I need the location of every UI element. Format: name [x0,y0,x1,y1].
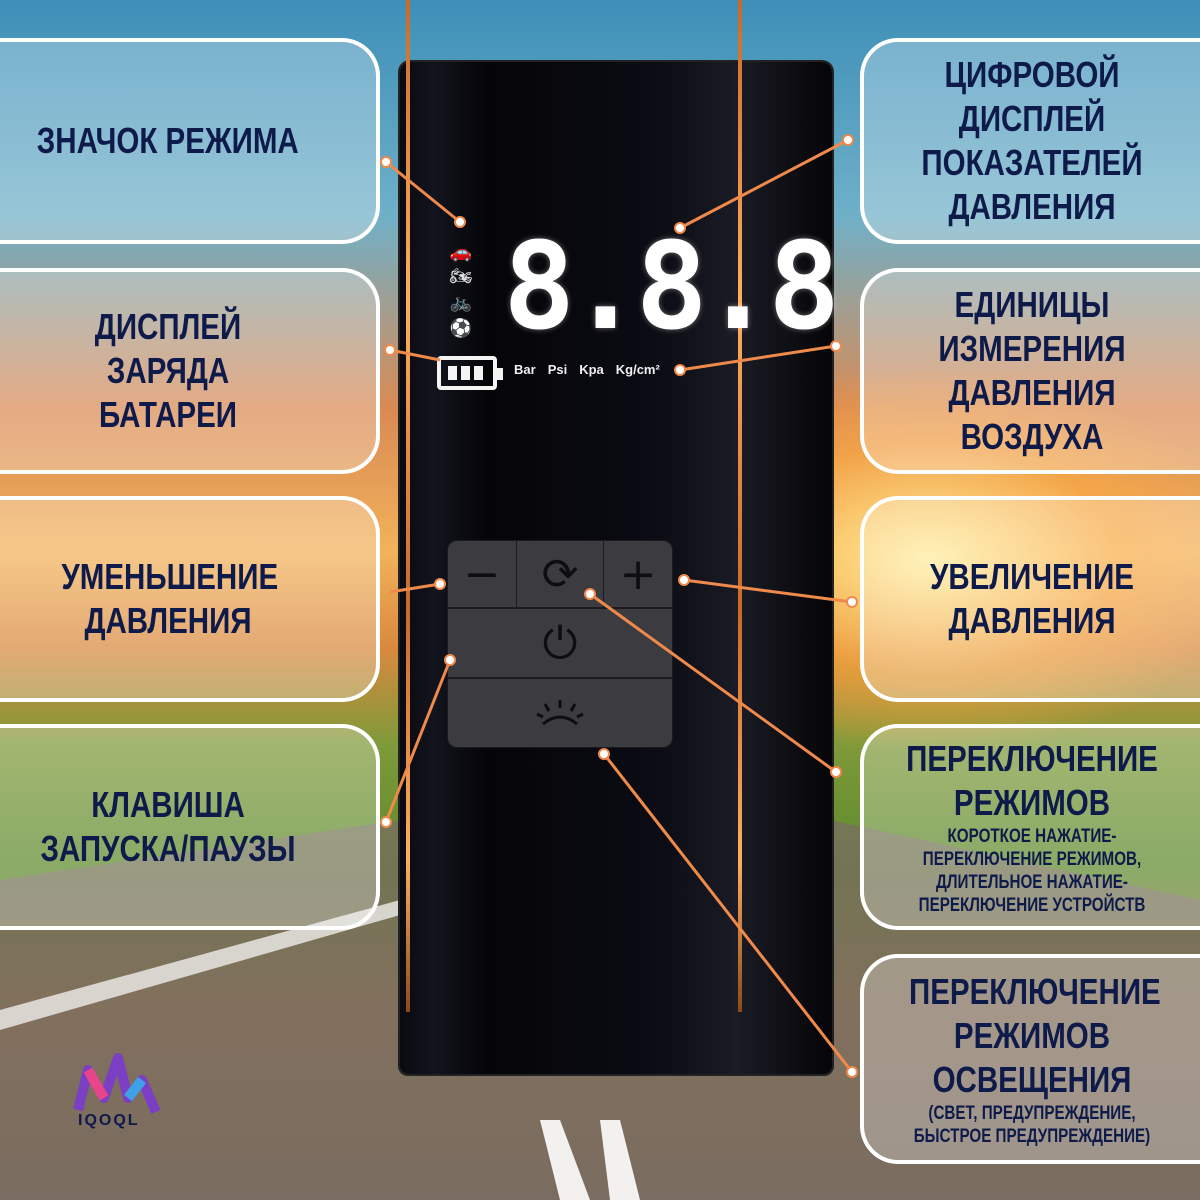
pressure-digits: 8.8.8 [503,218,840,357]
ball-icon: ⚽ [449,318,473,339]
connector-dot [846,1066,858,1078]
power-button[interactable]: ⏻ [447,608,673,678]
connector-dot [380,156,392,168]
motorcycle-icon: 🏍 [449,266,473,287]
device-edge-highlight [406,0,410,1012]
callout-title: ДИСПЛЕЙ ЗАРЯДА БАТАРЕИ [94,306,242,435]
connector-dot [830,766,842,778]
light-button[interactable] [447,678,673,748]
connector-dot [380,816,392,828]
power-icon: ⏻ [542,617,578,669]
callout-note: (СВЕТ, ПРЕДУПРЕЖДЕНИЕ, БЫСТРОЕ ПРЕДУПРЕЖ… [913,1103,1151,1147]
connector-dot [830,340,842,352]
connector-dot [846,596,858,608]
connector-dot [434,578,446,590]
connector-dot [678,574,690,586]
battery-icon [437,356,503,390]
increase-button[interactable]: + [603,540,673,608]
callout-title: ПЕРЕКЛЮЧЕНИЕ РЕЖИМОВ ОСВЕЩЕНИЯ [909,971,1161,1100]
callout-title: ЕДИНИЦЫ ИЗМЕРЕНИЯ ДАВЛЕНИЯ ВОЗДУХА [938,284,1126,457]
unit-psi: Psi [547,362,568,377]
callout-increase: УВЕЛИЧЕНИЕ ДАВЛЕНИЯ [860,496,1200,702]
callout-title: ЦИФРОВОЙ ДИСПЛЕЙ ПОКАЗАТЕЛЕЙ ДАВЛЕНИЯ [921,54,1143,227]
unit-kgcm2: Kg/cm² [615,362,660,377]
pressure-units: Bar Psi Kpa Kg/cm² [514,362,660,377]
callout-note: КОРОТКОЕ НАЖАТИЕ- ПЕРЕКЛЮЧЕНИЕ РЕЖИМОВ, … [918,826,1146,916]
callout-title: УМЕНЬШЕНИЕ ДАВЛЕНИЯ [61,556,279,641]
minus-icon: − [463,548,501,600]
connector-dot [444,654,456,666]
connector-dot [842,134,854,146]
callout-mode-icon: ЗНАЧОК РЕЖИМА [0,38,380,244]
connector-dot [674,364,686,376]
callout-title: ЗНАЧОК РЕЖИМА [37,120,299,161]
connector-dot [454,216,466,228]
callout-title: КЛАВИША ЗАПУСКА/ПАУЗЫ [40,784,296,869]
brand-logo-icon [73,1053,161,1115]
device-edge-highlight [738,0,742,1012]
callout-title: УВЕЛИЧЕНИЕ ДАВЛЕНИЯ [930,556,1134,641]
callout-decrease: УМЕНЬШЕНИЕ ДАВЛЕНИЯ [0,496,380,702]
callout-start-pause: КЛАВИША ЗАПУСКА/ПАУЗЫ [0,724,380,930]
connector-dot [584,588,596,600]
decrease-button[interactable]: − [447,540,517,608]
plus-icon: + [619,548,657,600]
callout-units: ЕДИНИЦЫ ИЗМЕРЕНИЯ ДАВЛЕНИЯ ВОЗДУХА [860,268,1200,474]
connector-dot [674,222,686,234]
light-icon [536,700,584,726]
car-icon: 🚗 [449,242,473,263]
callout-digital-display: ЦИФРОВОЙ ДИСПЛЕЙ ПОКАЗАТЕЛЕЙ ДАВЛЕНИЯ [860,38,1200,244]
unit-kpa: Kpa [579,362,604,377]
refresh-icon: ⟳ [541,548,579,600]
callout-battery-display: ДИСПЛЕЙ ЗАРЯДА БАТАРЕИ [0,268,380,474]
bicycle-icon: 🚲 [449,292,473,313]
callout-light-switch: ПЕРЕКЛЮЧЕНИЕ РЕЖИМОВ ОСВЕЩЕНИЯ (СВЕТ, ПР… [860,954,1200,1164]
connector-dot [384,344,396,356]
callout-title: ПЕРЕКЛЮЧЕНИЕ РЕЖИМОВ [906,738,1158,823]
connector-dot [598,748,610,760]
callout-mode-switch: ПЕРЕКЛЮЧЕНИЕ РЕЖИМОВ КОРОТКОЕ НАЖАТИЕ- П… [860,724,1200,930]
unit-bar: Bar [514,362,536,377]
brand-logo-text: IQOQL [78,1112,140,1129]
